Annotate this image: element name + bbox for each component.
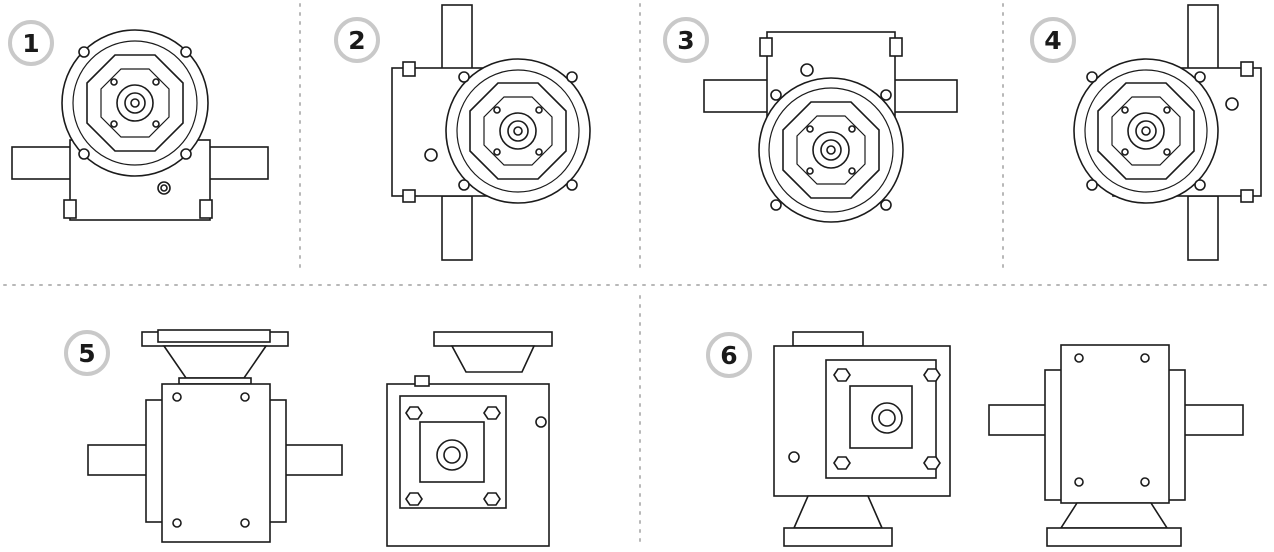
position-badge-4: 4 bbox=[1030, 17, 1076, 63]
position-badge-3: 3 bbox=[663, 17, 709, 63]
gearbox-position-6-side-drawing bbox=[773, 331, 951, 547]
gearbox-position-6-front-drawing bbox=[988, 344, 1244, 547]
gearbox-position-5-front-drawing bbox=[87, 329, 343, 543]
position-badge-6: 6 bbox=[706, 332, 752, 378]
gearbox-position-5-side-drawing bbox=[386, 331, 553, 547]
gearbox-position-4-drawing bbox=[1073, 4, 1262, 261]
position-badge-5: 5 bbox=[64, 330, 110, 376]
position-badge-2: 2 bbox=[334, 17, 380, 63]
gearbox-position-3-drawing bbox=[703, 31, 958, 223]
position-badge-1: 1 bbox=[8, 20, 54, 66]
gearbox-position-2-drawing bbox=[391, 4, 591, 261]
gearbox-position-1-drawing bbox=[11, 29, 269, 221]
